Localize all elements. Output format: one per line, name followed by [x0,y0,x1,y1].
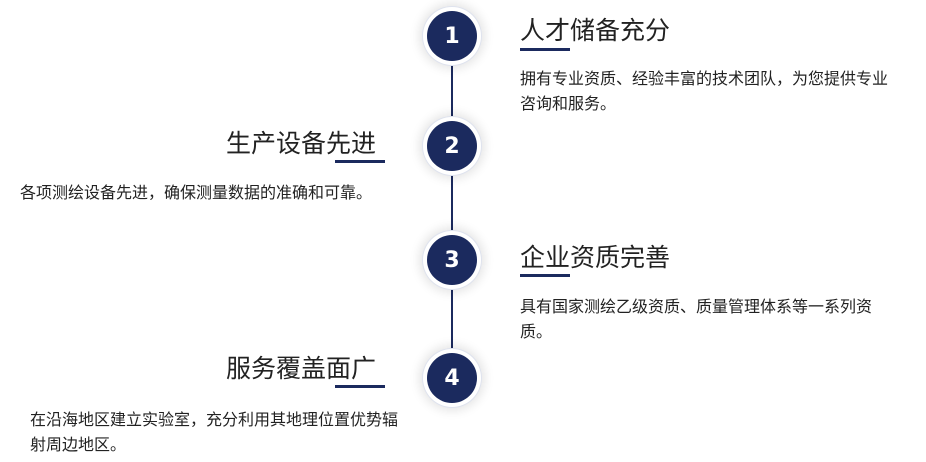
timeline-line [451,36,453,378]
step-2-number-badge: 2 [427,121,477,171]
step-3-title: 企业资质完善 [520,243,671,272]
step-2-description: 各项测绘设备先进，确保测量数据的准确和可靠。 [20,183,373,202]
step-1-title: 人才储备充分 [520,16,671,45]
step-4-title: 服务覆盖面广 [226,354,377,383]
step-1-number-badge: 1 [427,11,477,61]
step-2-title-underline [335,160,385,163]
step-3-description: 具有国家测绘乙级资质、质量管理体系等一系列资质。 [520,297,873,341]
step-2-title: 生产设备先进 [226,129,377,158]
step-3-number-badge: 3 [427,235,477,285]
step-1-description: 拥有专业资质、经验丰富的技术团队，为您提供专业咨询和服务。 [520,69,889,113]
step-4-title-underline [335,385,385,388]
step-4-description: 在沿海地区建立实验室，充分利用其地理位置优势辐射周边地区。 [30,410,399,454]
step-3-title-underline [520,274,570,277]
step-1-title-underline [520,48,570,51]
step-4-number-badge: 4 [427,353,477,403]
